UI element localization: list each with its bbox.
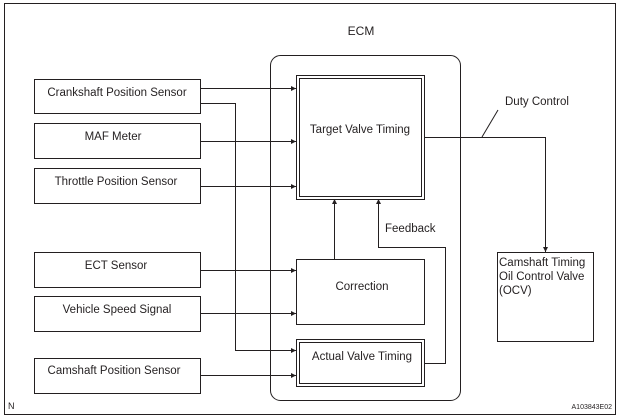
input-label: Vehicle Speed Signal [63,304,172,316]
input-maf: MAF Meter [34,123,201,159]
input-label: Camshaft Position Sensor [48,365,181,377]
input-label: MAF Meter [85,131,142,143]
input-ect: ECT Sensor [34,252,201,288]
block-label: Actual Valve Timing [312,351,412,363]
input-label: Throttle Position Sensor [55,176,178,188]
arrow-crankshaft-to-actual [200,103,296,353]
block-actual-valve-timing: Actual Valve Timing [296,339,425,387]
ocv-label-line-1: Camshaft Timing [499,257,585,269]
duty-control-leader-line [481,109,499,138]
arrow-duty-control [424,137,548,252]
block-label: Correction [335,281,388,293]
ecm-container [270,55,461,401]
ecm-title: ECM [348,24,375,38]
arrow-feedback [376,199,446,364]
input-label: Crankshaft Position Sensor [47,87,187,99]
feedback-label: Feedback [385,223,436,235]
block-label: Target Valve Timing [310,124,410,136]
duty-control-label: Duty Control [505,96,569,108]
input-crankshaft: Crankshaft Position Sensor [34,79,201,114]
outer-frame [4,3,616,415]
ocv-label-line-2: Oil Control Valve [499,271,584,283]
output-ocv: Camshaft Timing Oil Control Valve (OCV) [497,252,594,342]
block-target-valve-timing: Target Valve Timing [296,75,425,200]
input-camshaft: Camshaft Position Sensor [34,358,201,394]
figure-id: A103843E02 [572,404,613,411]
input-throttle: Throttle Position Sensor [34,168,201,204]
input-label: ECT Sensor [85,260,148,272]
input-vehicle-speed: Vehicle Speed Signal [34,296,201,332]
ocv-label-line-3: (OCV) [499,285,532,297]
block-correction: Correction [296,259,425,325]
corner-mark: N [8,401,15,411]
